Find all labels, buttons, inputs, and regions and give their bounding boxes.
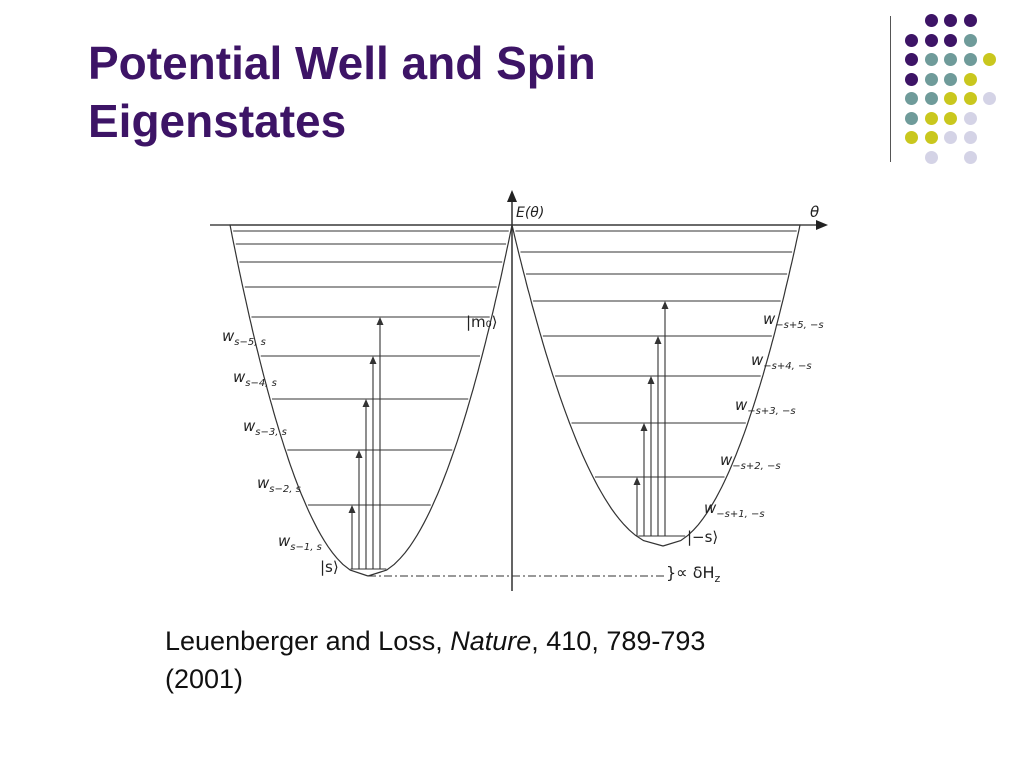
decorative-dot: [963, 53, 977, 66]
slide-title: Potential Well and Spin Eigenstates: [88, 34, 848, 150]
decorative-dot: [924, 72, 938, 86]
left-transition-arrow-head: [355, 450, 363, 458]
left-rate-main: w: [243, 417, 256, 435]
decorative-dot: [963, 131, 977, 144]
decorative-dot: [924, 14, 938, 27]
right-transition-arrow-head: [633, 477, 641, 485]
left-transition-arrow-head: [348, 505, 356, 513]
decorative-dot: [944, 72, 957, 86]
decorative-dot: [905, 92, 918, 105]
right-rate-sub: −s+4, −s: [763, 361, 811, 372]
decorative-dot: [924, 111, 938, 125]
angle-axis-arrow: [816, 220, 828, 230]
left-rate-label: ws−3, s: [243, 417, 287, 438]
right-rate-main: w: [720, 451, 733, 469]
left-rate-label: ws−4, s: [233, 368, 277, 389]
left-rate-main: w: [222, 327, 235, 345]
right-rate-main: w: [735, 396, 748, 414]
decorative-dot: [944, 92, 957, 105]
left-rate-sub: s−3, s: [255, 427, 287, 438]
decorative-dot: [963, 14, 977, 27]
citation-year: (2001): [165, 664, 244, 694]
left-transition-arrow-head: [369, 356, 377, 364]
right-transition-arrow-head: [647, 376, 655, 384]
left-well-curve: [229, 224, 513, 577]
left-rate-main: w: [257, 474, 270, 492]
right-well-curve: [511, 224, 801, 547]
right-rate-main: w: [763, 310, 776, 328]
decorative-dot: [963, 150, 977, 164]
right-rate-label: w−s+5, −s: [763, 310, 824, 331]
title-line-2: Eigenstates: [88, 95, 347, 147]
left-rate-main: w: [233, 368, 246, 386]
right-rate-sub: −s+5, −s: [775, 320, 823, 331]
energy-axis-label: E(θ): [516, 205, 544, 221]
decorative-dot: [905, 72, 918, 86]
decorative-dot: [963, 111, 977, 125]
title-line-1: Potential Well and Spin: [88, 37, 596, 89]
right-rate-label: w−s+3, −s: [735, 396, 796, 417]
left-transition-arrow-head: [362, 399, 370, 407]
energy-axis-arrow: [507, 190, 517, 202]
right-transition-arrow-head: [661, 301, 669, 309]
left-rate-sub: s−2, s: [269, 484, 301, 495]
decorative-dot: [983, 92, 996, 105]
decorative-dot-grid: [905, 14, 1015, 164]
decorative-dot: [905, 131, 918, 144]
splitting-label-main: }∝ δH: [666, 563, 715, 582]
ket-m0-label: |m₀⟩: [466, 313, 498, 331]
left-transition-arrow-head: [376, 317, 384, 325]
decorative-dot: [944, 111, 957, 125]
right-rate-main: w: [751, 351, 764, 369]
citation-authors: Leuenberger and Loss,: [165, 626, 451, 656]
right-rate-sub: −s+3, −s: [747, 406, 795, 417]
decorative-dot: [924, 33, 938, 47]
decorative-dot: [944, 33, 957, 47]
citation-journal: Nature: [450, 626, 532, 656]
left-rate-main: w: [278, 532, 291, 550]
decorative-dot: [924, 53, 938, 66]
right-rate-sub: −s+2, −s: [732, 461, 780, 472]
left-rate-sub: s−4, s: [245, 378, 277, 389]
decorative-dot: [944, 14, 957, 27]
left-rate-label: ws−5, s: [222, 327, 266, 348]
decorative-dot: [924, 131, 938, 144]
left-rate-sub: s−1, s: [290, 542, 322, 553]
left-rate-sub: s−5, s: [234, 337, 266, 348]
right-transition-arrow-head: [654, 336, 662, 344]
right-rate-main: w: [704, 499, 717, 517]
decorative-dot: [905, 53, 918, 66]
decorative-dot: [924, 150, 938, 164]
potential-well-diagram: E(θ) θ |m₀⟩ |s⟩ |−s⟩ }∝ δHz ws−5, s ws−4…: [210, 190, 828, 591]
right-rate-label: w−s+4, −s: [751, 351, 812, 372]
decorative-dot: [963, 72, 977, 86]
right-rate-label: w−s+1, −s: [704, 499, 765, 520]
splitting-label: }∝ δHz: [666, 563, 721, 585]
decorative-dot: [944, 53, 957, 66]
decorative-dot: [905, 33, 918, 47]
decorative-dot: [944, 131, 957, 144]
well-layer: [229, 224, 801, 577]
ket-s-label: |s⟩: [320, 558, 339, 576]
right-rate-label: w−s+2, −s: [720, 451, 781, 472]
left-rate-label: ws−1, s: [278, 532, 322, 553]
citation-details: , 410, 789-793: [531, 626, 706, 656]
right-rate-sub: −s+1, −s: [716, 509, 764, 520]
citation: Leuenberger and Loss, Nature, 410, 789-7…: [165, 622, 885, 698]
splitting-label-sub: z: [715, 572, 721, 585]
ket-minus-s-label: |−s⟩: [687, 528, 718, 546]
decorative-dot: [905, 111, 918, 125]
decorative-dot: [983, 53, 996, 66]
vertical-divider: [890, 16, 891, 162]
right-transition-arrow-head: [640, 423, 648, 431]
decorative-dot: [963, 33, 977, 47]
decorative-dot: [963, 92, 977, 105]
decorative-dot: [924, 92, 938, 105]
left-rate-label: ws−2, s: [257, 474, 301, 495]
angle-axis-label: θ: [810, 203, 819, 221]
